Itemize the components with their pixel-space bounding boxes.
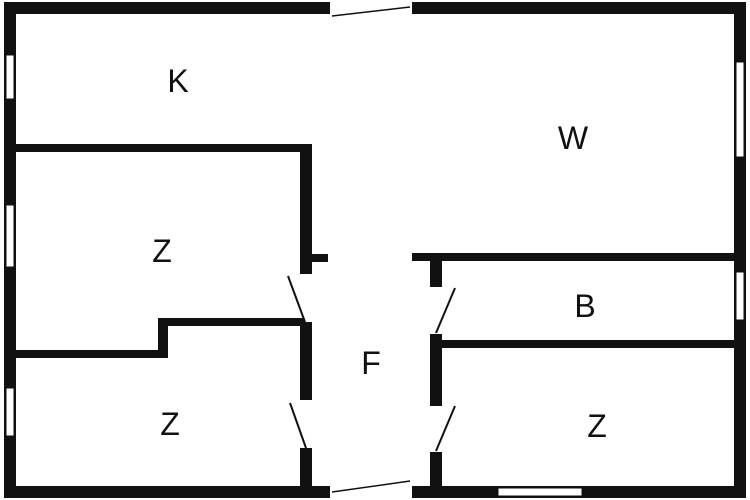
wall-bath-bottom <box>436 340 736 348</box>
wall-left-vertical-lower <box>300 448 312 488</box>
doors <box>287 275 456 452</box>
window-left-bedroom-lower <box>5 387 15 437</box>
bottom-entrance-line <box>331 480 411 493</box>
wall-living-bottom <box>412 253 736 261</box>
window-left-bedroom-upper <box>5 204 15 268</box>
room-label-living: W <box>558 120 589 156</box>
wall-left-vertical-upper <box>300 144 312 274</box>
door-bedroom-lower-left[interactable] <box>289 402 307 449</box>
window-right-bath <box>735 271 745 321</box>
door-bedroom-lower-right[interactable] <box>435 405 456 452</box>
window-left-kitchen <box>5 54 15 100</box>
room-label-kitchen: K <box>167 63 188 99</box>
wall-kitchen-bedroom <box>16 144 312 152</box>
wall-right-vertical-lower <box>430 452 442 488</box>
interior-walls <box>16 144 736 488</box>
window-right-living <box>735 61 745 158</box>
wall-bedrooms-left-step-vert <box>158 320 168 358</box>
room-label-bath: B <box>574 288 595 324</box>
outer-wall-top-left <box>4 2 330 14</box>
openings <box>331 6 411 493</box>
wall-bedrooms-left-step-high <box>158 318 304 326</box>
room-label-hall: F <box>361 345 381 381</box>
windows <box>5 54 745 497</box>
door-bath[interactable] <box>435 287 456 334</box>
wall-right-vertical-upper <box>430 259 442 287</box>
wall-bedrooms-left-step-low <box>16 350 168 358</box>
room-label-bedroom-lower-right: Z <box>587 408 607 444</box>
door-bedroom-upper-left[interactable] <box>287 275 306 323</box>
top-entrance-line <box>331 6 411 17</box>
wall-hall-stub <box>300 254 328 262</box>
outer-wall-top-right <box>412 2 746 14</box>
outer-wall-bottom-left <box>4 486 330 498</box>
wall-left-vertical-middle <box>300 322 312 400</box>
room-label-bedroom-upper-left: Z <box>152 233 172 269</box>
window-bottom-right <box>497 487 583 497</box>
wall-right-vertical-middle <box>430 334 442 406</box>
room-label-bedroom-lower-left: Z <box>160 406 180 442</box>
